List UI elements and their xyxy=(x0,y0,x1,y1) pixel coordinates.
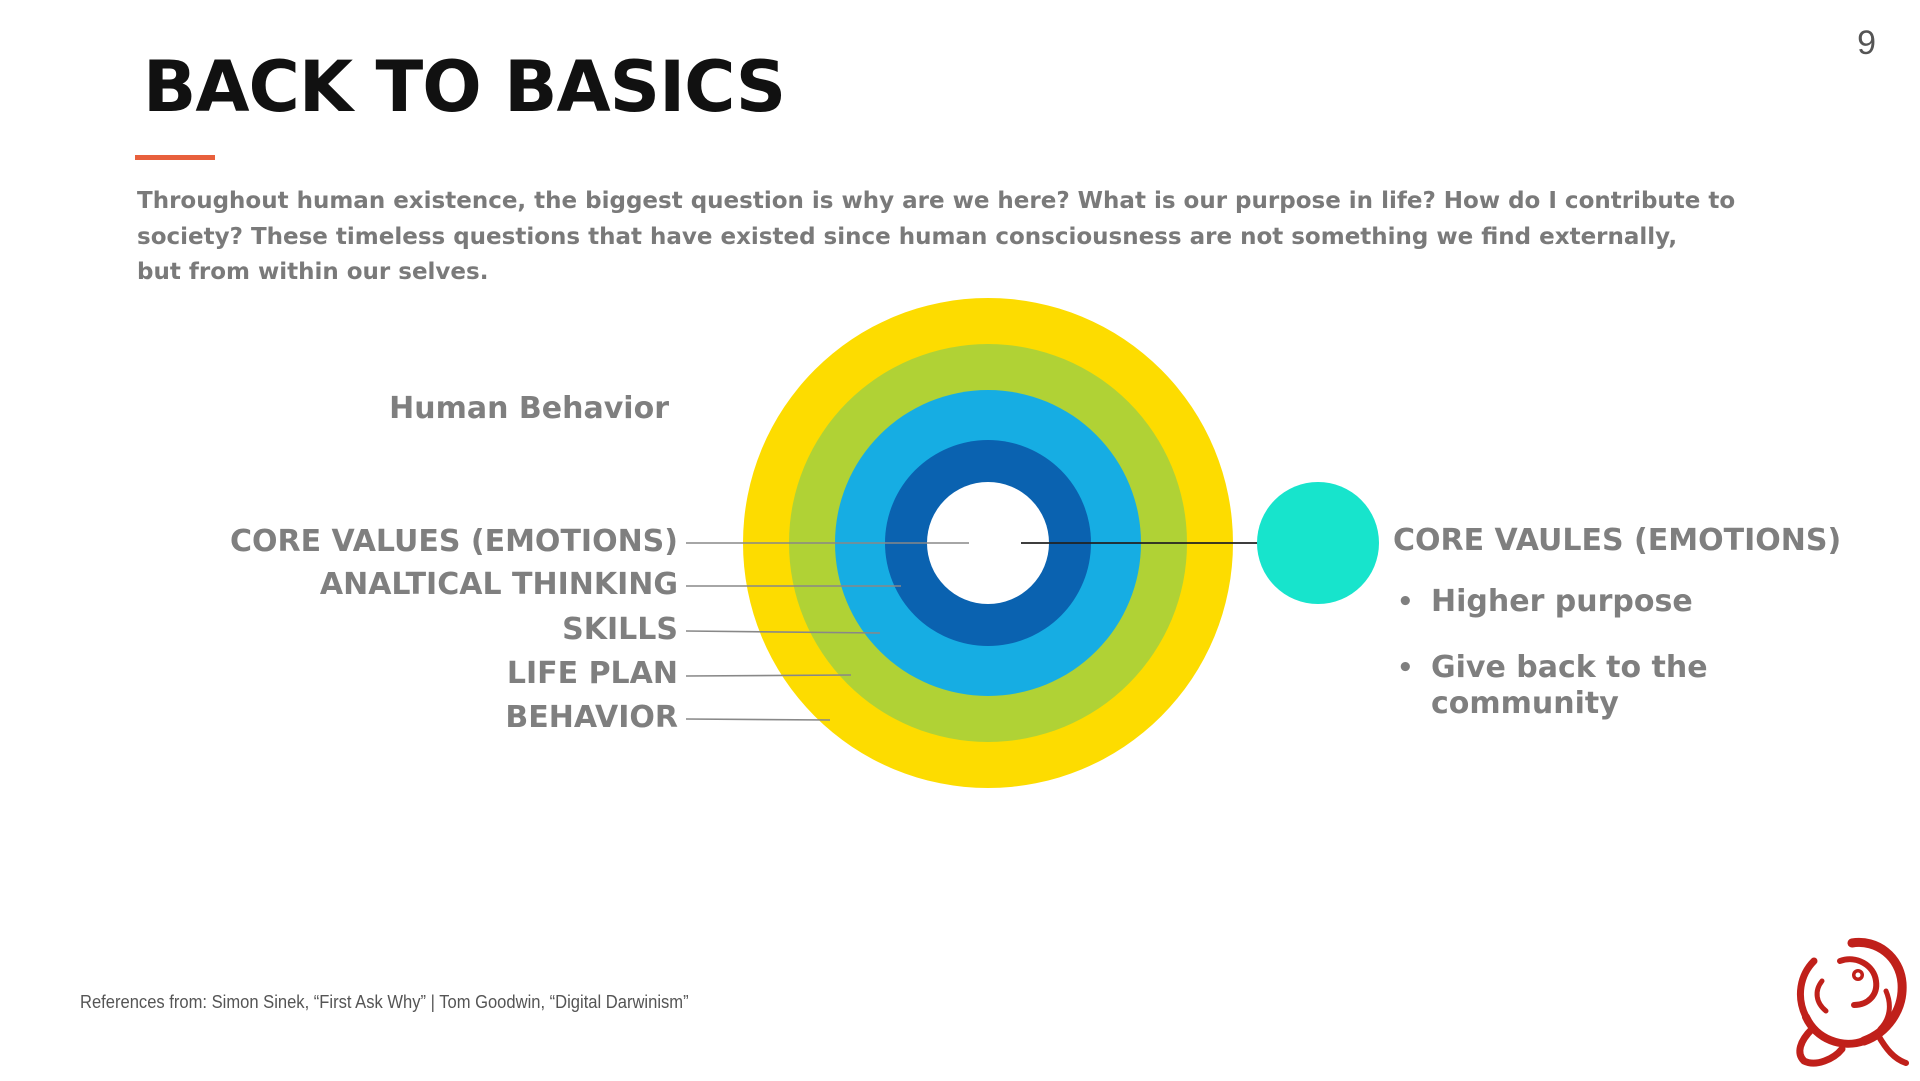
core-values-list: • Higher purpose • Give back to the comm… xyxy=(1393,584,1841,722)
bullet-icon: • xyxy=(1397,587,1414,617)
red-fish-brush-logo-icon xyxy=(1796,937,1909,1067)
list-item: • Give back to the community xyxy=(1393,650,1751,722)
ring-core-values xyxy=(927,482,1049,604)
intro-line: but from within our selves. xyxy=(137,259,489,285)
label-life-plan: LIFE PLAN xyxy=(507,656,678,691)
leader-lines xyxy=(685,542,969,721)
references-footer: References from: Simon Sinek, “First Ask… xyxy=(80,992,689,1012)
intro-paragraph: Throughout human existence, the biggest … xyxy=(137,184,1736,291)
list-item: • Higher purpose xyxy=(1393,584,1751,620)
title-underline xyxy=(135,155,215,160)
leader-line-life-plan xyxy=(685,674,852,677)
leader-line-behavior xyxy=(685,718,831,721)
core-values-target-circle xyxy=(1257,482,1379,604)
leader-line-skills xyxy=(685,630,881,634)
list-item-text: Give back to the community xyxy=(1431,650,1708,721)
intro-line: society? These timeless questions that h… xyxy=(137,223,1678,250)
bullet-icon: • xyxy=(1397,653,1414,683)
label-analytical-thinking: ANALTICAL THINKING xyxy=(320,567,678,602)
diagram-heading: Human Behavior xyxy=(389,391,669,426)
core-values-panel: CORE VAULES (EMOTIONS) • Higher purpose … xyxy=(1393,523,1841,752)
label-skills: SKILLS xyxy=(562,612,678,647)
label-core-values: CORE VALUES (EMOTIONS) xyxy=(230,524,678,559)
slide-number: 9 xyxy=(1857,24,1876,62)
intro-line: Throughout human existence, the biggest … xyxy=(137,188,1736,214)
layer-labels: CORE VALUES (EMOTIONS) ANALTICAL THINKIN… xyxy=(230,524,678,735)
list-item-text: Higher purpose xyxy=(1431,584,1693,619)
core-values-heading: CORE VAULES (EMOTIONS) xyxy=(1393,523,1842,558)
slide-title: BACK TO BASICS xyxy=(143,46,786,128)
label-behavior: BEHAVIOR xyxy=(505,700,678,735)
